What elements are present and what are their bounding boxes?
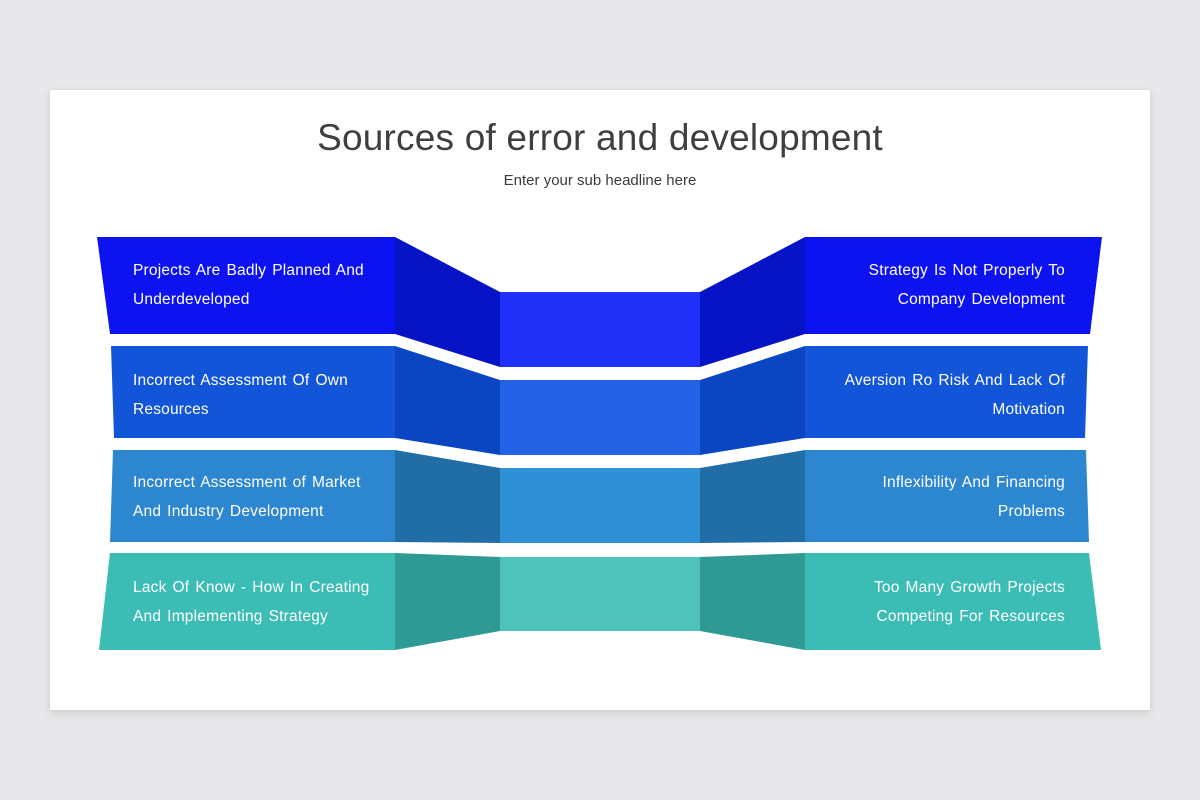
ribbon-4-right-line2: Competing For Resources — [876, 608, 1065, 625]
ribbon-2-center-panel — [500, 380, 700, 455]
ribbon-3-left-line1: Incorrect Assessment of Market — [133, 474, 361, 491]
ribbon-3-right-line1: Inflexibility And Financing — [882, 474, 1065, 491]
ribbon-1-right-fold — [700, 237, 805, 367]
ribbon-1-left-label: Projects Are Badly Planned And Underdeve… — [133, 256, 418, 314]
ribbon-4-left-fold — [395, 553, 500, 650]
ribbon-1-left-line2: Underdeveloped — [133, 291, 250, 308]
ribbon-1-right-label: Strategy Is Not Properly To Company Deve… — [780, 256, 1065, 314]
ribbon-3-left-line2: And Industry Development — [133, 503, 324, 520]
ribbon-4-left-line1: Lack Of Know - How In Creating — [133, 579, 370, 596]
ribbon-1-left-line1: Projects Are Badly Planned And — [133, 262, 364, 279]
ribbon-2-left-fold — [395, 346, 500, 455]
ribbon-row-4 — [99, 553, 1101, 650]
slide-title: Sources of error and development — [317, 117, 883, 158]
ribbon-2-right-label: Aversion Ro Risk And Lack Of Motivation — [780, 366, 1065, 424]
ribbon-1-right-line1: Strategy Is Not Properly To — [868, 262, 1065, 279]
ribbon-4-right-banner — [805, 553, 1101, 650]
ribbon-1-right-line2: Company Development — [897, 291, 1065, 308]
ribbon-1-center-panel — [500, 292, 700, 367]
ribbon-3-right-fold — [700, 450, 805, 543]
ribbon-1-left-fold — [395, 237, 500, 367]
ribbon-4-center-panel — [500, 557, 700, 631]
ribbon-4-left-line2: And Implementing Strategy — [133, 608, 328, 625]
ribbon-4-left-label: Lack Of Know - How In Creating And Imple… — [133, 573, 418, 631]
ribbon-2-left-banner — [111, 346, 395, 438]
ribbon-row-2 — [111, 346, 1088, 455]
ribbon-3-left-label: Incorrect Assessment of Market And Indus… — [133, 468, 418, 526]
ribbon-4-left-banner — [99, 553, 395, 650]
ribbon-4-right-fold — [700, 553, 805, 650]
ribbon-4-right-label: Too Many Growth Projects Competing For R… — [780, 573, 1065, 631]
ribbon-2-right-fold — [700, 346, 805, 455]
ribbon-1-right-banner — [805, 237, 1102, 334]
ribbon-3-right-banner — [805, 450, 1089, 542]
ribbon-2-right-line2: Motivation — [992, 401, 1065, 418]
ribbon-2-right-line1: Aversion Ro Risk And Lack Of — [844, 372, 1065, 389]
ribbon-2-left-line2: Resources — [133, 401, 209, 418]
ribbon-2-left-line1: Incorrect Assessment Of Own — [133, 372, 348, 389]
ribbon-2-right-banner — [805, 346, 1088, 438]
ribbon-row-3 — [110, 450, 1089, 543]
ribbon-row-1 — [97, 237, 1102, 367]
ribbon-3-right-label: Inflexibility And Financing Problems — [780, 468, 1065, 526]
ribbon-1-left-banner — [97, 237, 395, 334]
ribbon-3-left-banner — [110, 450, 395, 542]
slide-subtitle: Enter your sub headline here — [503, 172, 697, 189]
ribbon-3-left-fold — [395, 450, 500, 543]
ribbon-3-right-line2: Problems — [997, 503, 1065, 520]
ribbon-3-center-panel — [500, 468, 700, 543]
ribbon-2-left-label: Incorrect Assessment Of Own Resources — [133, 366, 418, 424]
ribbon-4-right-line1: Too Many Growth Projects — [873, 579, 1065, 596]
